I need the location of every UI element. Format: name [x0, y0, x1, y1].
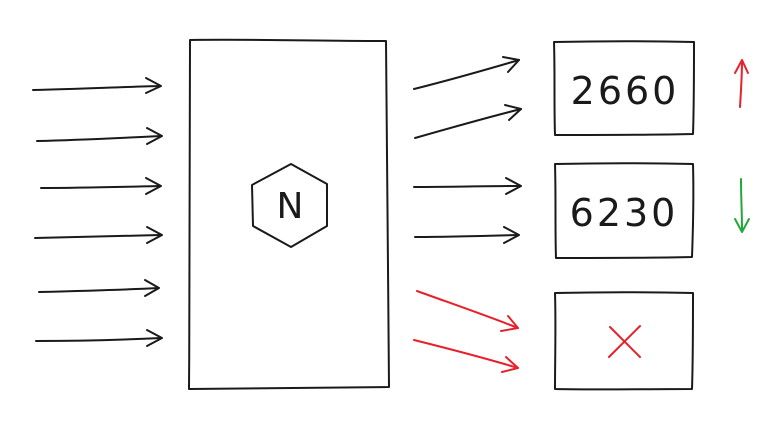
cross-icon	[608, 325, 641, 358]
balancer-logo-letter: N	[277, 186, 304, 227]
failed-arrow	[416, 290, 519, 332]
nginx-hexagon-icon: N	[251, 163, 328, 248]
server-2: 6230	[554, 162, 695, 259]
outgoing-arrows-server-1	[413, 56, 522, 139]
server-2-label: 6230	[570, 191, 679, 235]
incoming-arrow	[34, 226, 163, 244]
incoming-arrow	[36, 127, 163, 145]
server-1: 2660	[553, 40, 695, 136]
failed-arrow	[413, 339, 519, 373]
outgoing-arrow	[414, 226, 520, 244]
outgoing-arrows-server-2	[413, 177, 522, 244]
outgoing-arrow	[414, 104, 522, 139]
incoming-arrow	[38, 279, 160, 297]
incoming-requests	[32, 77, 163, 347]
arrow-down-icon	[734, 178, 750, 233]
load-balancer: N	[188, 38, 390, 390]
outgoing-arrow	[413, 177, 522, 195]
failed-arrows-server-3	[413, 290, 519, 373]
incoming-arrow	[32, 77, 162, 94]
outgoing-arrow	[413, 56, 520, 90]
server-1-label: 2660	[571, 69, 680, 113]
arrow-up-icon	[734, 59, 749, 108]
server-3	[554, 291, 694, 391]
incoming-arrow	[35, 329, 163, 347]
incoming-arrow	[40, 177, 162, 195]
